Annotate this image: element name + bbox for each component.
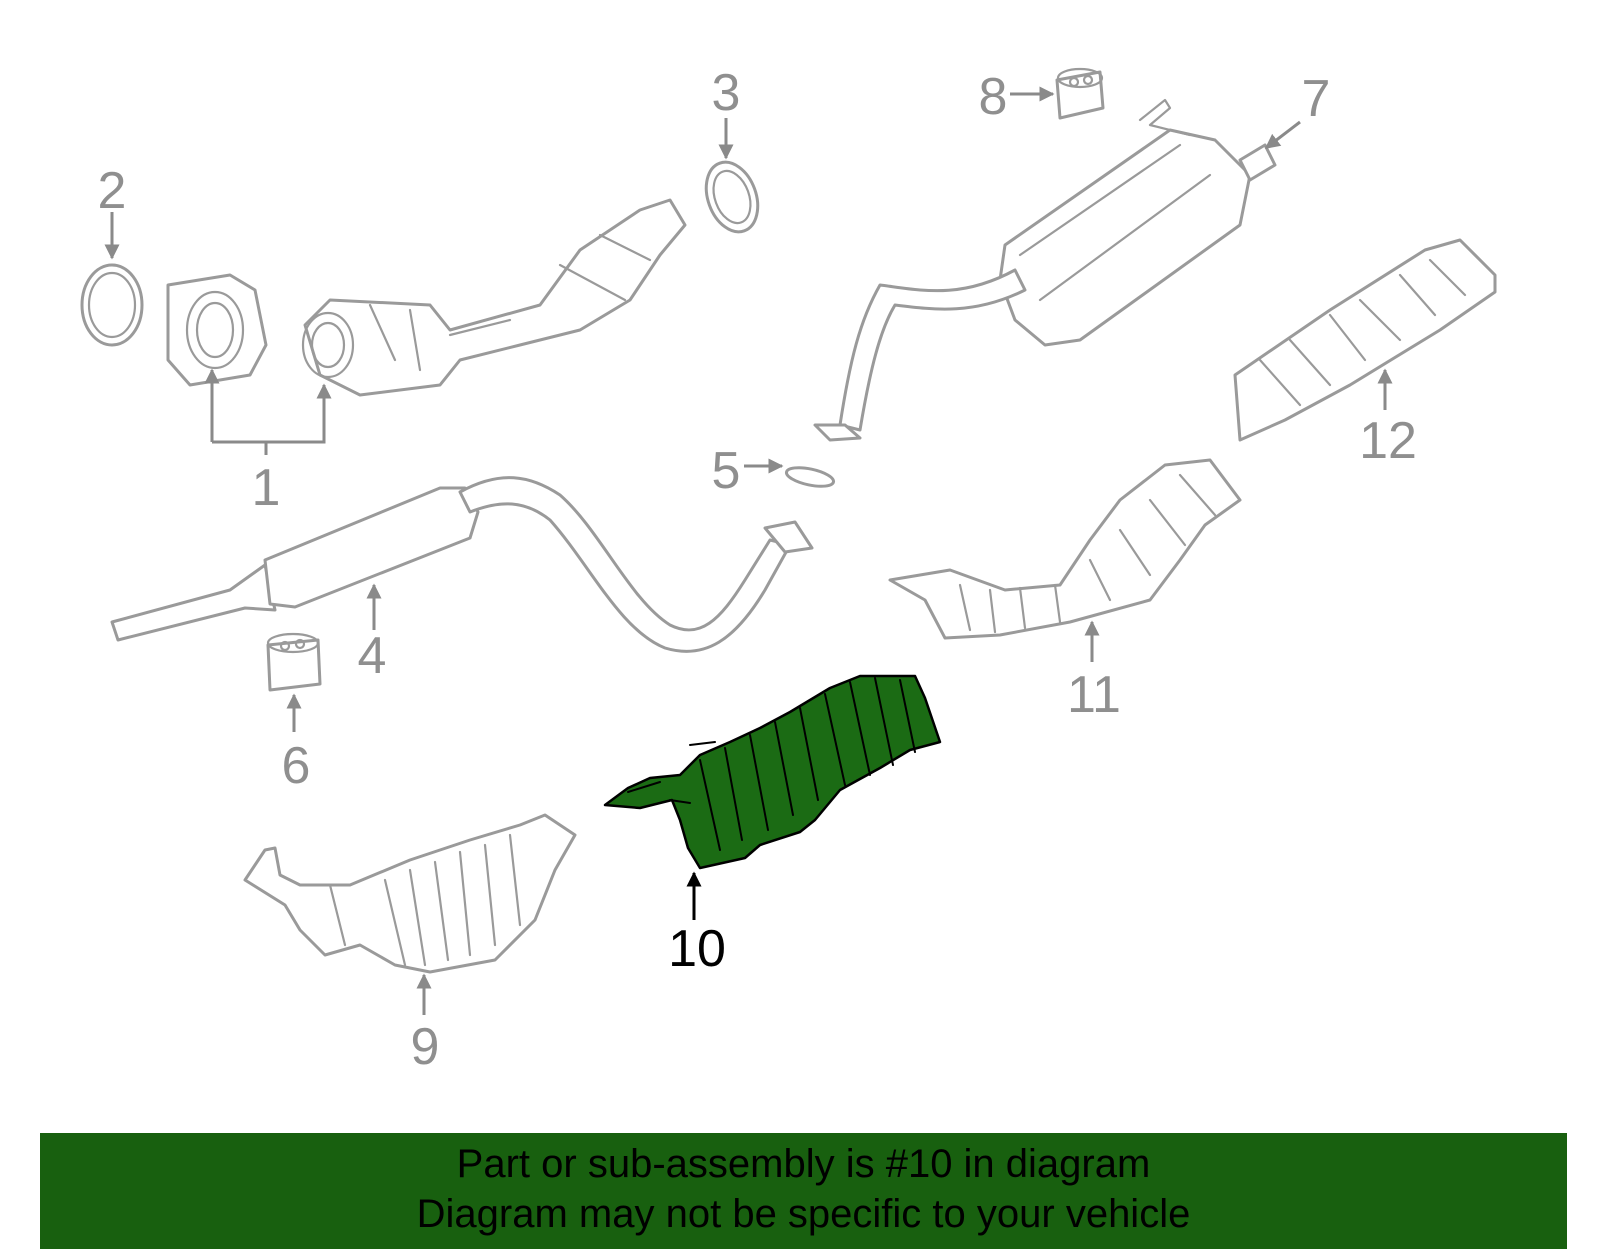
part-4-center-pipe[interactable] bbox=[110, 476, 814, 653]
part-10-heat-shield[interactable] bbox=[603, 674, 942, 870]
leader-lines bbox=[104, 86, 1393, 1015]
part-7-rear-muffler[interactable] bbox=[813, 98, 1277, 442]
callout-1[interactable]: 1 bbox=[252, 459, 281, 517]
callout-12[interactable]: 12 bbox=[1359, 412, 1417, 470]
part-6-hanger[interactable] bbox=[266, 632, 322, 692]
callout-7[interactable]: 7 bbox=[1302, 70, 1331, 128]
callout-10[interactable]: 10 bbox=[668, 920, 726, 978]
callout-6[interactable]: 6 bbox=[282, 737, 311, 795]
part-5-gasket[interactable] bbox=[784, 464, 836, 490]
part-2-gasket[interactable] bbox=[80, 263, 144, 347]
callout-11[interactable]: 11 bbox=[1067, 666, 1121, 724]
part-3-gasket[interactable] bbox=[697, 155, 767, 239]
callout-4[interactable]: 4 bbox=[358, 627, 387, 685]
callout-2[interactable]: 2 bbox=[98, 162, 127, 220]
part-8-hanger[interactable] bbox=[1055, 67, 1105, 120]
callout-5[interactable]: 5 bbox=[712, 442, 741, 500]
part-1-catalytic-converter[interactable] bbox=[301, 198, 687, 397]
callout-9[interactable]: 9 bbox=[411, 1018, 440, 1076]
part-12-heat-shield[interactable] bbox=[1233, 238, 1497, 442]
callout-3[interactable]: 3 bbox=[712, 64, 741, 122]
banner-line-disclaimer: Diagram may not be specific to your vehi… bbox=[416, 1192, 1191, 1236]
part-9-heat-shield[interactable] bbox=[243, 813, 577, 974]
callouts: 1 2 3 4 5 6 7 8 9 10 11 12 bbox=[98, 64, 1417, 1076]
callout-8[interactable]: 8 bbox=[979, 68, 1008, 126]
exhaust-system-diagram: 1 2 3 4 5 6 7 8 9 10 11 12 bbox=[80, 64, 1497, 1076]
part-1-converter-flange[interactable] bbox=[166, 273, 268, 387]
part-11-heat-shield[interactable] bbox=[888, 458, 1242, 640]
info-banner: Part or sub-assembly is #10 in diagram D… bbox=[40, 1133, 1567, 1249]
banner-line-part: Part or sub-assembly is #10 in diagram bbox=[456, 1142, 1151, 1186]
